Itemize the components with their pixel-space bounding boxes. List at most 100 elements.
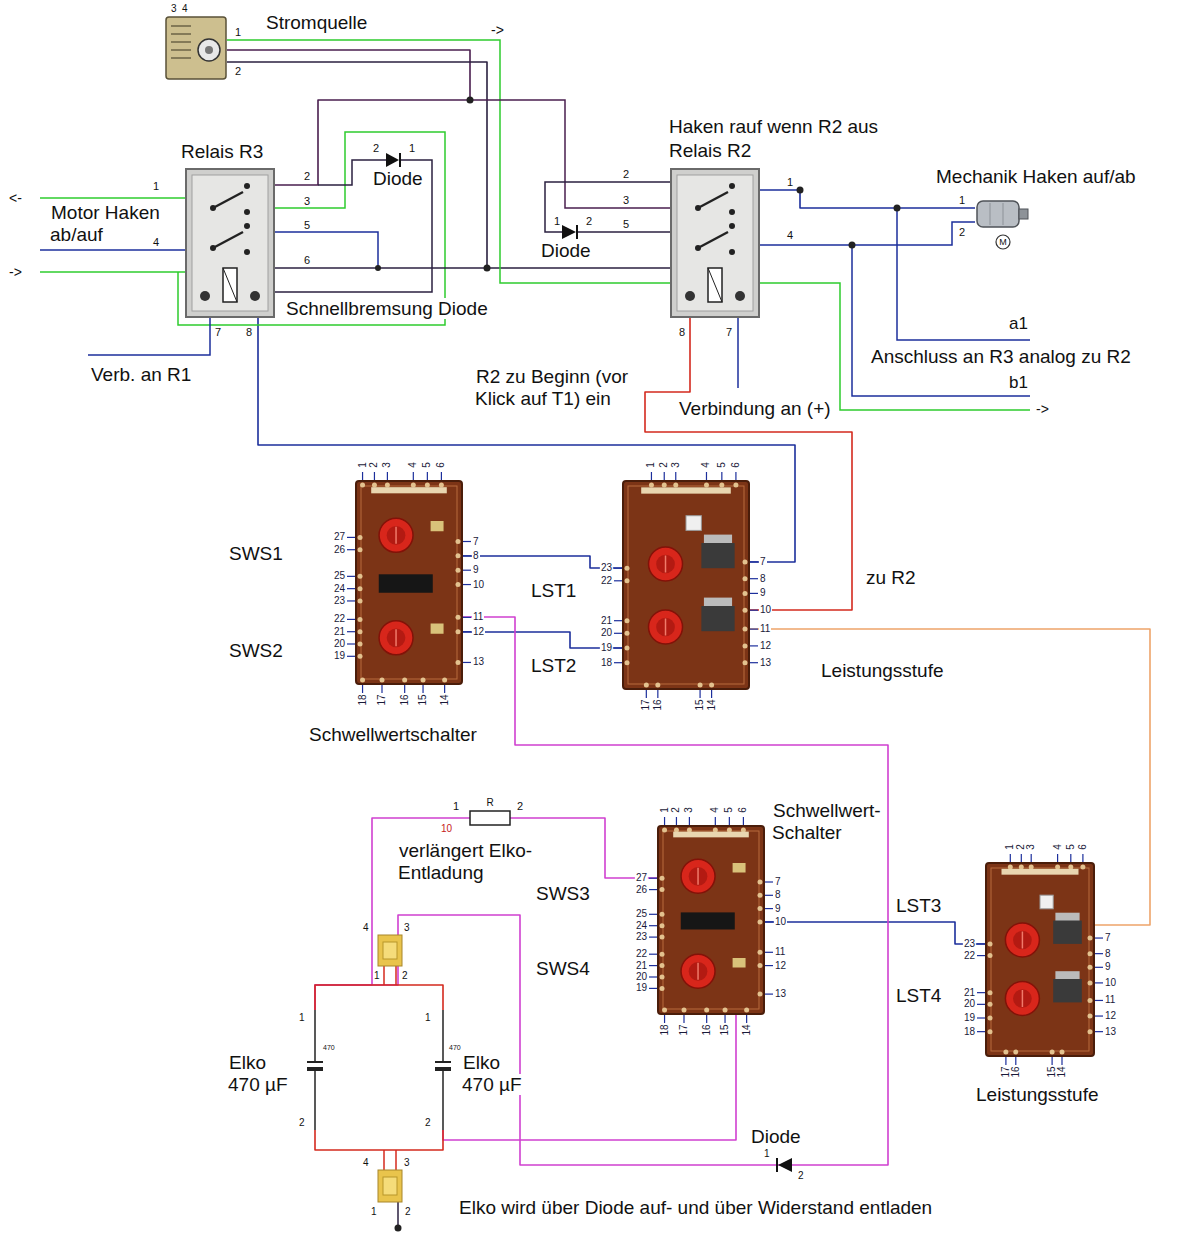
pin-stub: [347, 588, 355, 589]
label-anchor: 5: [724, 806, 736, 814]
pin-number: 23: [600, 562, 613, 573]
annotation: LST3: [895, 895, 942, 916]
solder-pad: [662, 483, 667, 488]
solder-pad: [660, 887, 665, 892]
solder-pad: [988, 1016, 993, 1021]
relay-body: [186, 169, 274, 317]
board-body: [658, 826, 764, 1014]
annotation: Verbindung an (+): [678, 398, 832, 419]
pin-stub: [724, 1015, 725, 1023]
solder-pad: [358, 617, 363, 622]
label-anchor: 2: [424, 1117, 432, 1129]
pin-number: 6: [436, 461, 447, 469]
label-anchor: 2: [404, 1206, 412, 1218]
pin-number: 4: [701, 461, 712, 469]
pin-stub: [347, 600, 355, 601]
pin-number: 7: [725, 326, 733, 338]
pin-number: 1: [152, 180, 160, 192]
pin-number: 10: [1104, 977, 1117, 988]
pin-number: 21: [600, 615, 613, 626]
pin-number: 7: [214, 326, 222, 338]
relay-inner: [192, 175, 268, 311]
pin-number: 4: [181, 3, 189, 14]
pin-number: 3: [382, 461, 393, 469]
caption-anchor: Leistungsstufe: [820, 660, 945, 682]
pin-number: 10: [472, 579, 485, 590]
pin-stub: [1010, 854, 1011, 862]
pin-number: 1: [234, 26, 242, 38]
pin-stub: [977, 1004, 985, 1005]
label-anchor: 15: [417, 693, 429, 706]
knob-center: [656, 618, 675, 637]
label-anchor: R2 zu Beginn (vor Klick auf T1) ein: [475, 366, 647, 410]
label-anchor: 14: [741, 1023, 753, 1036]
node-shape: [433, 1010, 453, 1130]
motor: Mechanik Haken auf/ab: [975, 198, 1030, 230]
solder-pad: [660, 975, 665, 980]
solder-pad: [1055, 865, 1060, 870]
label-anchor: 21: [635, 960, 648, 972]
solder-pad: [704, 1008, 709, 1013]
pin-number: 4: [362, 922, 370, 933]
regulator: [1053, 979, 1082, 1002]
supply-vent: [171, 57, 191, 59]
label-anchor: 7: [759, 556, 767, 568]
label-anchor: 2: [622, 168, 630, 181]
annotation: ->: [490, 22, 505, 38]
label-anchor: 20: [963, 999, 976, 1011]
label-anchor: 6: [738, 806, 750, 814]
label-anchor: 1: [958, 194, 966, 207]
solder-pad: [704, 483, 709, 488]
label-anchor: 8: [1104, 948, 1112, 960]
pin-stub: [977, 955, 985, 956]
pin-stub: [649, 925, 657, 926]
relay-contact: [729, 183, 735, 189]
pin-number: 25: [333, 571, 346, 582]
pin-stub: [721, 472, 722, 480]
diode-symbol: [562, 225, 576, 239]
pin-number: 19: [333, 651, 346, 662]
label-anchor: 9: [759, 588, 767, 600]
label-anchor: 1: [152, 180, 160, 193]
pin-number: 14: [741, 1023, 752, 1036]
knob: [681, 954, 715, 988]
annotation: a1: [1008, 314, 1029, 333]
pin-stub: [1057, 854, 1058, 862]
pin-number: 11: [759, 623, 771, 634]
label-anchor: 6: [1077, 843, 1089, 851]
pin-number: 5: [716, 461, 727, 469]
solder-pad: [358, 629, 363, 634]
solder-pad: [358, 574, 363, 579]
solder-pad: [758, 880, 763, 885]
label-anchor: 10: [472, 579, 485, 591]
regulator: [701, 543, 734, 568]
pin-number: 2: [401, 970, 409, 981]
wire-connector: [463, 556, 622, 568]
label-anchor: Schnellbremsung Diode: [285, 298, 489, 320]
pin-number: 3: [403, 1157, 411, 1168]
pin-stub: [614, 647, 622, 648]
solder-pad: [1088, 965, 1093, 970]
solder-pad: [1088, 936, 1093, 941]
pin-number: 2: [671, 806, 682, 814]
pin-stub: [362, 685, 363, 693]
pin-number: 1: [357, 461, 368, 469]
pin-number: 22: [635, 948, 648, 959]
pin-stub: [765, 952, 773, 953]
annotation: Verb. an R1: [90, 364, 192, 385]
pin-stub: [649, 976, 657, 977]
solder-pad: [660, 912, 665, 917]
label-anchor: 470: [448, 1044, 462, 1052]
wire: [395, 1150, 397, 1170]
solder-pad: [655, 683, 660, 688]
capacitor-lead: [442, 1071, 444, 1130]
wire: [760, 222, 975, 245]
node-caption: Elko 470 µF: [228, 1052, 289, 1095]
label-anchor: 2: [658, 461, 670, 469]
pin-number: 24: [635, 920, 648, 931]
pin-stub: [729, 817, 730, 825]
caption-anchor: Schwellwertschalter: [308, 724, 478, 746]
label-anchor: 5: [716, 461, 728, 469]
pin-stub: [649, 965, 657, 966]
